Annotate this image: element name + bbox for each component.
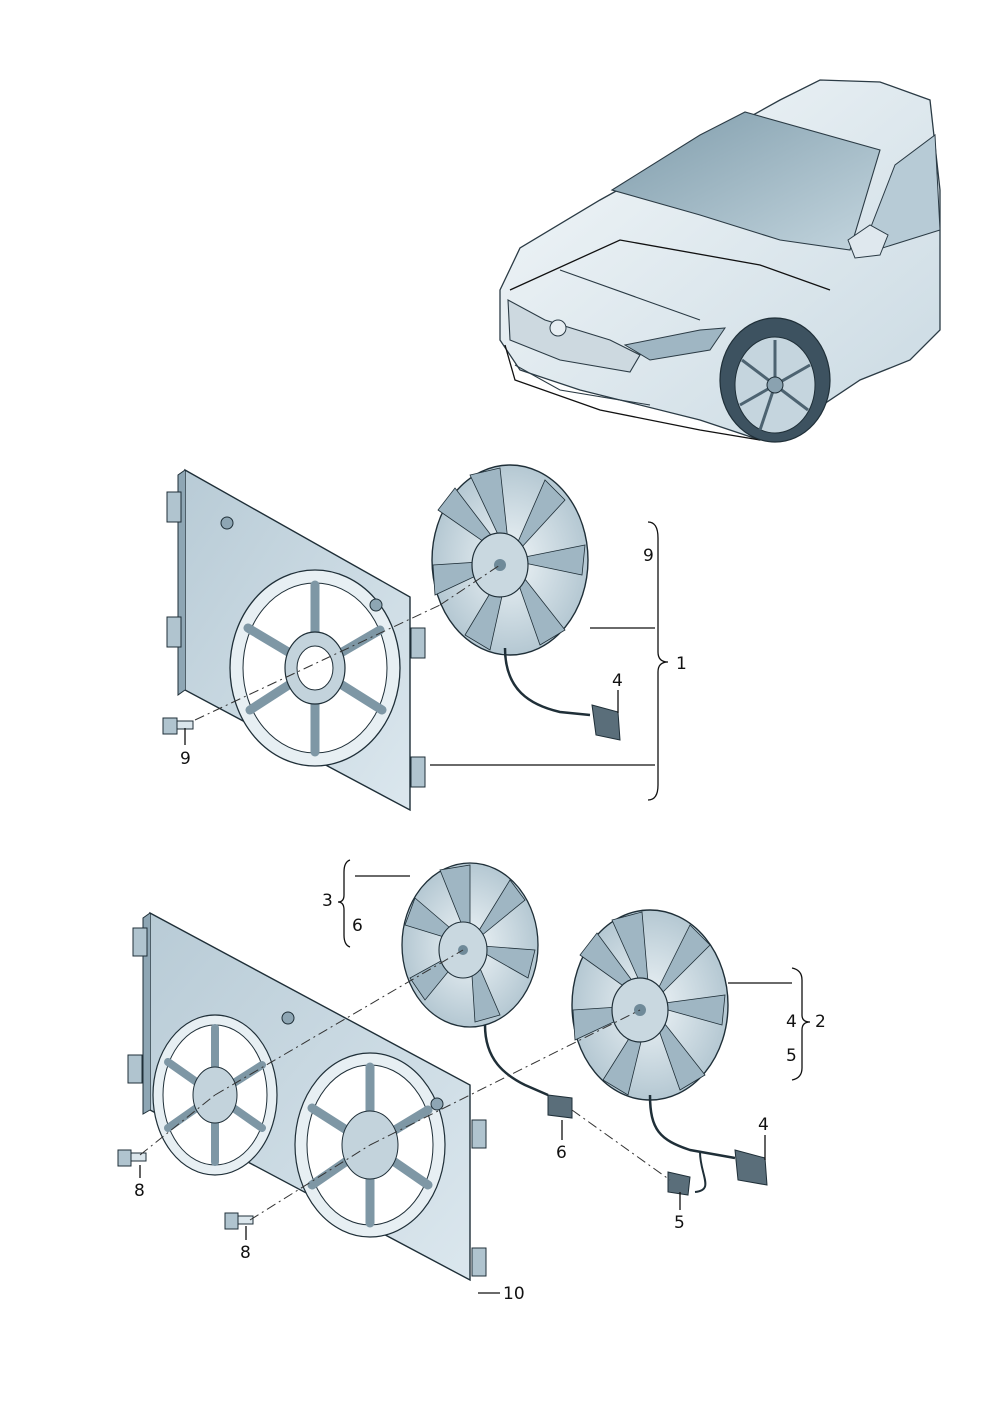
top-assembly-axis: [194, 604, 441, 721]
callout-bottom-shroud-10: 10: [503, 1284, 525, 1304]
bottom-right-fan-motor: [571, 909, 768, 1196]
callout-top-assembly-1: 1: [676, 654, 687, 674]
callout-top-fan-9: 9: [643, 546, 654, 566]
callout-bottom-bolt-8b: 8: [240, 1243, 251, 1263]
top-bolt: [162, 717, 194, 735]
bottom-left-axis: [139, 1094, 216, 1156]
top-radiator-fan-shroud: [166, 468, 426, 812]
callout-top-connector-4: 4: [612, 671, 623, 691]
callout-bottom-bolt-8a: 8: [134, 1181, 145, 1201]
callout-bottom-left-fan-6: 6: [352, 916, 363, 936]
callout-bottom-connector-6: 6: [556, 1143, 567, 1163]
callout-bottom-connector-5: 5: [674, 1213, 685, 1233]
bottom-left-fan-motor: [401, 862, 573, 1119]
bottom-bolt-b: [224, 1212, 254, 1230]
callout-bottom-right-fan-4: 4: [786, 1012, 797, 1032]
bottom-bolt-a: [117, 1149, 147, 1167]
vehicle-illustration: [499, 79, 941, 443]
brace-assembly-2: [791, 967, 811, 1081]
brace-assembly-1: [647, 521, 669, 801]
callout-top-bolt-9: 9: [180, 749, 191, 769]
callout-bottom-assembly-2: 2: [815, 1012, 826, 1032]
callout-bottom-right-fan-5: 5: [786, 1046, 797, 1066]
bottom-right-axis: [249, 1144, 371, 1221]
brace-group-3: [337, 859, 351, 948]
callout-bottom-connector-4: 4: [758, 1115, 769, 1135]
callout-bottom-left-fan-3: 3: [322, 891, 333, 911]
top-fan-motor: [431, 464, 621, 741]
